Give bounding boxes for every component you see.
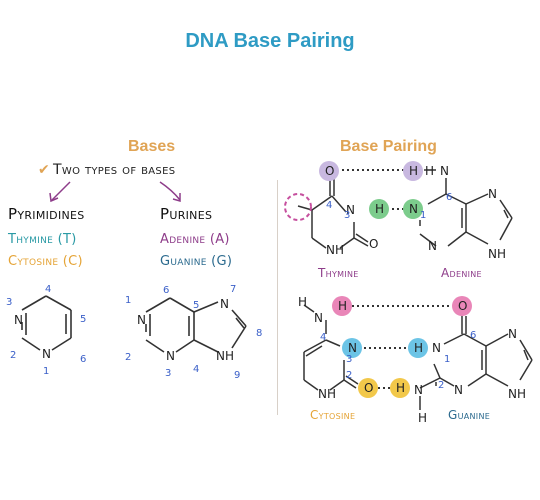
cytosine-amine-h: H — [298, 295, 307, 309]
guanine-nh2-lower-h: H — [418, 411, 427, 425]
cytosine-h: H — [338, 299, 347, 313]
guanine-o6: O — [458, 299, 467, 313]
adenine-nh-h: H — [425, 164, 434, 178]
pur-num-2: 2 — [125, 352, 131, 363]
thymine-o: O — [325, 164, 334, 178]
pyr-num-5: 5 — [80, 314, 86, 325]
thymine-nh: NH — [326, 243, 344, 257]
guanine-n3: N — [454, 383, 463, 397]
thymine-h-circle — [369, 199, 389, 219]
pyr-num-2: 2 — [10, 350, 16, 361]
pyr-num-6: 6 — [80, 354, 86, 365]
arrow-to-purines — [159, 181, 181, 201]
purine-n7: N — [220, 297, 229, 311]
cytosine-o2: O — [364, 381, 373, 395]
guanine-nh2-h: H — [396, 381, 405, 395]
adenine-n3: N — [428, 239, 437, 253]
thymine-item: Thymine (T) — [8, 232, 77, 247]
gc-num-4: 4 — [320, 332, 326, 343]
page-title: DNA Base Pairing — [185, 30, 355, 52]
types-note: ✔Two types of bases — [38, 162, 175, 178]
at-num-3: 3 — [344, 210, 350, 221]
base-pairing-heading: Base Pairing — [340, 138, 437, 155]
thymine-n3: N — [346, 203, 355, 217]
adenine-h: H — [409, 164, 418, 178]
purine-ring — [145, 297, 247, 353]
guanine-nh2-n: N — [414, 383, 423, 397]
pyr-num-1: 1 — [43, 366, 49, 377]
pur-num-5: 5 — [193, 300, 199, 311]
gc-num-2g: 2 — [438, 380, 444, 391]
guanine-h1: H — [414, 341, 423, 355]
purine-n3: N — [166, 349, 175, 363]
adenine-nh9: NH — [488, 247, 506, 261]
arrow-to-pyrimidines — [51, 181, 71, 201]
checkmark-icon: ✔ — [38, 162, 51, 178]
pur-num-7: 7 — [230, 284, 236, 295]
pur-num-9: 9 — [234, 370, 240, 381]
cytosine-o-circle — [358, 378, 378, 398]
arrow-head-purines — [172, 193, 181, 202]
adenine-n7: N — [488, 187, 497, 201]
gc-num-6: 6 — [470, 330, 476, 341]
guanine-h-circle — [408, 338, 428, 358]
gc-num-3: 3 — [346, 354, 352, 365]
guanine-n1: N — [432, 341, 441, 355]
pyr-num-3: 3 — [6, 297, 12, 308]
pyrimidine-ring — [21, 295, 72, 351]
at-pair-bonds — [297, 169, 513, 249]
adenine-h-circle — [403, 161, 423, 181]
guanine-nh2-h-circle — [390, 378, 410, 398]
thymine-o2: O — [369, 237, 378, 251]
purines-label: Purines — [160, 205, 213, 223]
cytosine-nh: NH — [318, 387, 336, 401]
types-note-text: Two types of bases — [53, 162, 176, 178]
pyrimidines-label: Pyrimidines — [8, 205, 85, 223]
pur-num-4: 4 — [193, 364, 199, 375]
cytosine-n-circle — [342, 338, 362, 358]
gc-num-1: 1 — [444, 354, 450, 365]
pur-num-3: 3 — [165, 368, 171, 379]
at-num-6: 6 — [446, 192, 452, 203]
adenine-n1: N — [409, 202, 418, 216]
guanine-item: Guanine (G) — [160, 254, 233, 269]
cytosine-item: Cytosine (C) — [8, 254, 83, 269]
adenine-name: Adenine — [441, 266, 482, 280]
arrow-head-pyrimidines — [49, 192, 59, 203]
purine-n1: N — [137, 313, 146, 327]
pur-num-8: 8 — [256, 328, 262, 339]
cytosine-name: Cytosine — [310, 408, 356, 422]
guanine-name: Guanine — [448, 408, 491, 422]
gc-num-2c: 2 — [346, 370, 352, 381]
thymine-o-circle — [319, 161, 339, 181]
thymine-name: Thymine — [318, 266, 359, 280]
bases-heading: Bases — [128, 138, 176, 155]
adenine-nh-n: N — [440, 164, 449, 178]
purine-nh9: NH — [216, 349, 234, 363]
cytosine-h-circle — [332, 296, 352, 316]
adenine-item: Adenine (A) — [160, 232, 230, 247]
guanine-nh9: NH — [508, 387, 526, 401]
cytosine-amine-n: N — [314, 311, 323, 325]
pyr-num-4: 4 — [45, 284, 51, 295]
thymine-h: H — [375, 202, 384, 216]
guanine-n7: N — [508, 327, 517, 341]
guanine-o-circle — [452, 296, 472, 316]
pur-num-1: 1 — [125, 295, 131, 306]
pyrimidine-n3: N — [14, 313, 23, 327]
pur-num-6: 6 — [163, 285, 169, 296]
section-divider — [277, 180, 278, 415]
at-num-1: 1 — [420, 210, 426, 221]
adenine-n-circle — [403, 199, 423, 219]
methyl-highlight-circle — [284, 193, 312, 221]
at-num-4: 4 — [326, 200, 332, 211]
gc-pair-bonds — [303, 304, 533, 410]
pyrimidine-n1: N — [42, 347, 51, 361]
cytosine-n3: N — [348, 341, 357, 355]
